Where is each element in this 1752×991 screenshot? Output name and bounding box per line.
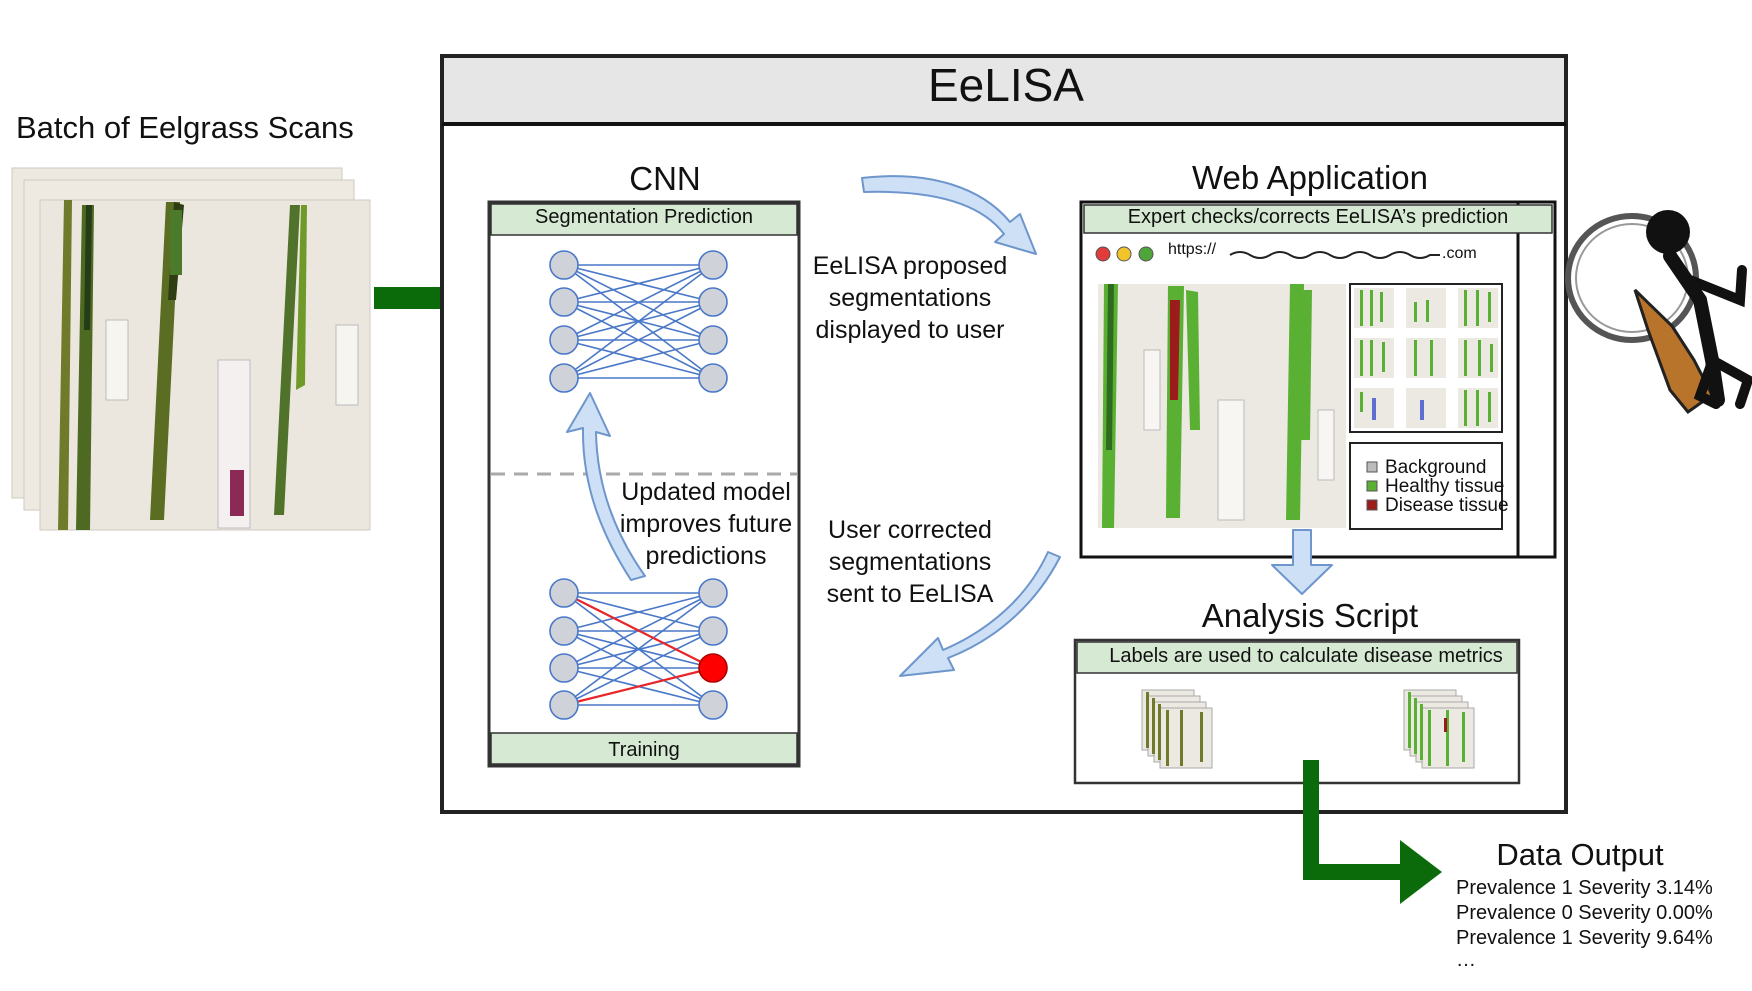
- legend-background-label: Background: [1385, 457, 1487, 478]
- segmentation-preview: [1098, 284, 1346, 528]
- labeled-scan-stack-thumbnail: [1403, 689, 1475, 769]
- browser-dot-icons: [1095, 246, 1154, 262]
- thumbnail-items: [1354, 288, 1498, 428]
- segmentation-prediction-bar: [490, 203, 798, 236]
- corrected-caption: User corrected segmentations sent to EeL…: [826, 516, 994, 608]
- corrected-flow-arrow: [899, 551, 1061, 677]
- expert-banner-bar: [1083, 204, 1553, 234]
- output-line: Prevalence 0 Severity 0.00%: [1456, 902, 1713, 924]
- legend-disease-label: Disease tissue: [1385, 495, 1509, 516]
- feedback-arrow: [566, 392, 646, 581]
- web-application-title: Web Application: [1191, 159, 1429, 196]
- webapp-to-analysis-arrow: [1271, 529, 1333, 595]
- analysis-banner-bar: [1076, 641, 1518, 674]
- legend-swatch-healthy: [1366, 480, 1378, 492]
- proposed-flow-arrow: [861, 175, 1037, 255]
- url-suffix: .com: [1442, 245, 1477, 262]
- eelgrass-scan-stack: [11, 167, 371, 531]
- training-label: Training: [608, 739, 680, 761]
- training-bar: [490, 732, 798, 765]
- cnn-prediction-network: [549, 250, 728, 393]
- legend-healthy-label: Healthy tissue: [1385, 476, 1505, 497]
- legend-swatch-background: [1366, 461, 1378, 473]
- feedback-caption: Updated model improves future prediction…: [619, 478, 793, 570]
- url-squiggle: [1229, 251, 1440, 259]
- output-ellipsis: …: [1456, 949, 1476, 971]
- corrected-node: [698, 653, 728, 683]
- analysis-banner-label: Labels are used to calculate disease met…: [1109, 645, 1503, 667]
- expert-banner-label: Expert checks/corrects EeLISA’s predicti…: [1127, 206, 1509, 228]
- proposed-caption: EeLISA proposed segmentations displayed …: [812, 252, 1008, 344]
- cnn-training-network: [549, 578, 728, 720]
- data-output-title: Data Output: [1496, 837, 1664, 872]
- output-flow-arrow: [1303, 760, 1442, 904]
- output-line: Prevalence 1 Severity 9.64%: [1456, 927, 1713, 949]
- segmentation-prediction-label: Segmentation Prediction: [535, 206, 753, 228]
- scans-title: Batch of Eelgrass Scans: [16, 110, 354, 145]
- cnn-title: CNN: [629, 160, 701, 197]
- output-line: Prevalence 1 Severity 3.14%: [1456, 877, 1713, 899]
- cnn-box: [487, 200, 801, 768]
- eelisa-title: EeLISA: [928, 59, 1084, 111]
- legend-swatch-disease: [1366, 499, 1378, 511]
- magnifier-figure-icon: [1565, 210, 1752, 415]
- raw-scan-stack-thumbnail: [1141, 689, 1213, 769]
- url-prefix: https://: [1168, 241, 1217, 258]
- analysis-script-title: Analysis Script: [1201, 597, 1419, 634]
- eelisa-header: [444, 58, 1564, 124]
